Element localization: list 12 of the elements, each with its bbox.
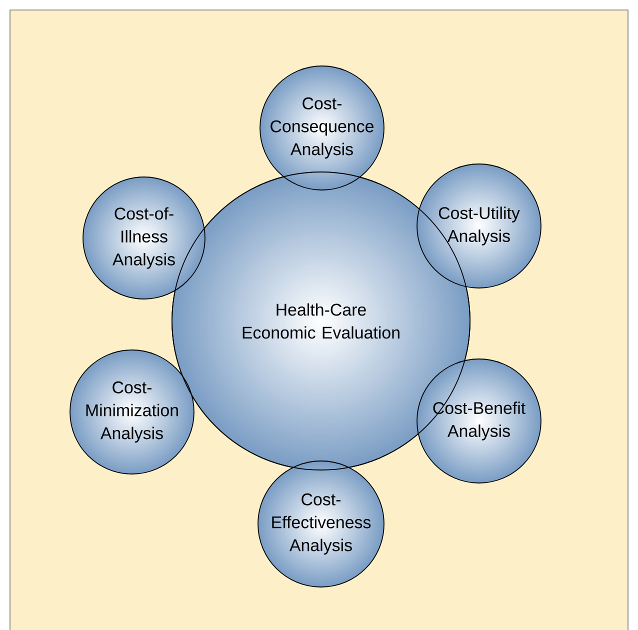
circle-label: Cost-Utility Analysis [438, 206, 520, 246]
circle [260, 66, 384, 190]
circle [70, 350, 194, 474]
circle [416, 164, 542, 288]
circle [416, 358, 542, 484]
circle [82, 176, 206, 300]
circle-label: Cost-Effectiveness Analysis [272, 493, 371, 555]
circle-label: Cost-Consequence Analysis [270, 97, 374, 159]
circle [258, 460, 384, 588]
circle-label: Cost-Minimization Analysis [86, 381, 178, 443]
circle-label: Cost-of-Illness Analysis [112, 207, 175, 269]
center-label: Health-Care Economic Evaluation [242, 303, 400, 339]
